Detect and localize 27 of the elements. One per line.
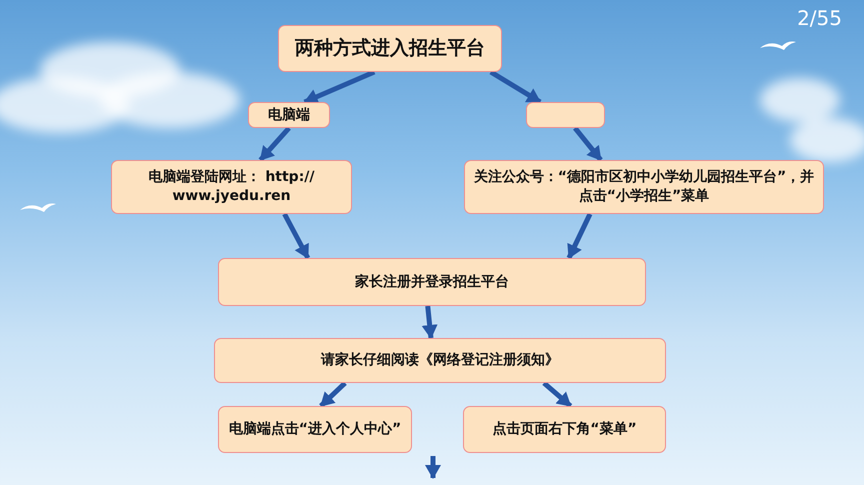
arrow [422,306,438,339]
arrow [573,126,603,162]
box-text: 电脑端点击“进入个人中心” [228,420,402,439]
arrow [490,70,542,104]
process-box [218,406,412,453]
box-text: 两种方式进入招生平台 [295,36,485,61]
process-box [463,406,666,453]
process-box [278,25,502,72]
box-text: 家长注册并登录招生平台 [355,272,509,292]
box-text: 电脑端 [268,106,310,124]
page-number: 2/55 [797,6,842,30]
process-box [248,102,330,128]
arrow [258,126,291,162]
arrow [542,381,572,408]
process-box [464,160,824,214]
arrow [304,70,376,104]
box-text: 电脑端登陆网址： http:// www.jyedu.ren [147,168,316,206]
arrow [282,212,310,260]
arrow [319,381,347,408]
box-text: 点击页面右下角“菜单” [492,420,637,439]
empty-box [526,102,605,128]
box-text: 关注公众号：“德阳市区初中小学幼儿园招生平台”，并点击“小学招生”菜单 [472,168,816,206]
arrow [566,212,592,260]
box-text: 请家长仔细阅读《网络登记注册须知》 [321,351,559,370]
process-box [218,258,646,306]
process-box [214,338,666,383]
process-box [111,160,352,214]
